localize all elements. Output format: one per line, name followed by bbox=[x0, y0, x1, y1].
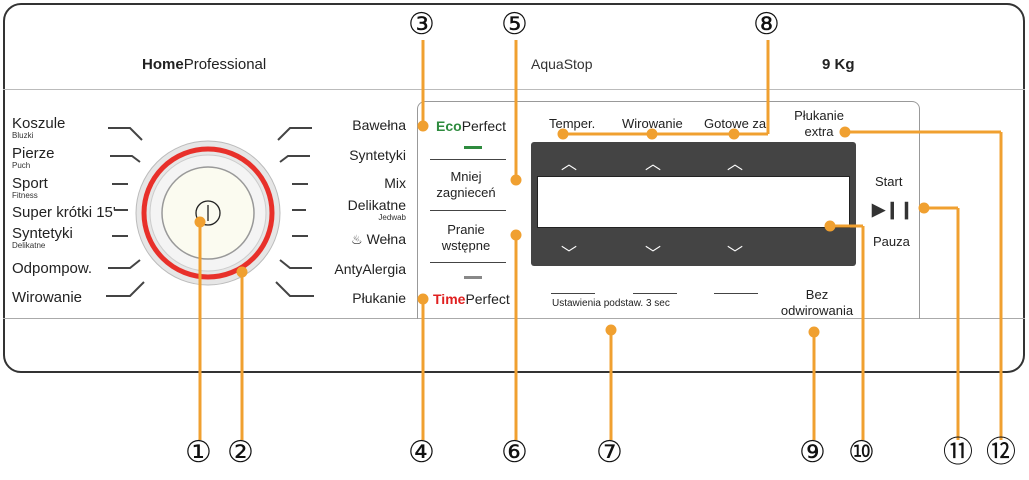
callout-12: ⑫ bbox=[986, 436, 1016, 469]
callout-11: ⑪ bbox=[943, 436, 973, 469]
pauza-label: Pauza bbox=[873, 234, 910, 249]
eco-indicator bbox=[464, 146, 482, 149]
divider bbox=[430, 210, 506, 211]
ecoperfect-button[interactable]: EcoPerfect bbox=[436, 118, 507, 134]
ustawienia-label: Ustawienia podstaw. 3 sec bbox=[552, 298, 670, 309]
capacity-label: 9 Kg bbox=[822, 56, 855, 73]
program-plukanie[interactable]: Płukanie bbox=[352, 290, 406, 306]
program-super-krotki[interactable]: Super krótki 15' bbox=[12, 204, 116, 221]
plukanie-extra-button[interactable]: Płukanie extra bbox=[794, 108, 844, 139]
program-dial[interactable] bbox=[133, 138, 283, 288]
gotowe-up-icon[interactable]: ︿ bbox=[727, 156, 744, 173]
pranie-wstepne-button[interactable]: Pranie wstępne bbox=[441, 222, 491, 253]
divider bbox=[430, 262, 506, 263]
program-bawelna[interactable]: Bawełna bbox=[352, 117, 406, 133]
lcd-display: ︿ ︿ ︿ ﹀ ﹀ ﹀ bbox=[531, 142, 856, 266]
callout-2: ② bbox=[227, 436, 254, 469]
divider bbox=[551, 293, 595, 294]
program-syntetyki-right[interactable]: Syntetyki bbox=[349, 147, 406, 163]
time-indicator bbox=[464, 276, 482, 279]
callout-9: ⑨ bbox=[799, 436, 826, 469]
callout-8: ⑧ bbox=[753, 8, 780, 41]
brand-logo: HomeProfessional bbox=[142, 56, 267, 73]
callout-7: ⑦ bbox=[596, 436, 623, 469]
divider bbox=[430, 159, 506, 160]
wirowanie-button[interactable]: Wirowanie bbox=[622, 116, 683, 131]
wirowanie-up-icon[interactable]: ︿ bbox=[645, 156, 662, 173]
wool-icon: ♨ bbox=[351, 232, 363, 247]
gotowe-down-icon[interactable]: ﹀ bbox=[727, 246, 744, 263]
divider bbox=[714, 293, 758, 294]
callout-10: ⑩ bbox=[848, 436, 875, 469]
gotowe-za-button[interactable]: Gotowe za bbox=[704, 116, 767, 131]
callout-3: ③ bbox=[408, 8, 435, 41]
temper-down-icon[interactable]: ﹀ bbox=[561, 246, 578, 263]
panel-top-divider bbox=[3, 89, 1025, 90]
program-odpompow[interactable]: Odpompow. bbox=[12, 260, 93, 277]
program-wirowanie-left[interactable]: Wirowanie bbox=[12, 289, 83, 306]
temper-button[interactable]: Temper. bbox=[549, 116, 596, 131]
temper-up-icon[interactable]: ︿ bbox=[561, 156, 578, 173]
program-antyalergia[interactable]: AntyAlergia bbox=[334, 261, 406, 277]
timeperfect-button[interactable]: TimePerfect bbox=[433, 291, 510, 307]
panel-bottom-divider bbox=[3, 318, 1025, 319]
bez-odwirowania-button[interactable]: Bez odwirowania bbox=[780, 287, 854, 318]
wirowanie-down-icon[interactable]: ﹀ bbox=[645, 246, 662, 263]
start-label: Start bbox=[875, 174, 903, 189]
callout-5: ⑤ bbox=[501, 8, 528, 41]
lcd-screen bbox=[537, 176, 850, 228]
divider bbox=[633, 293, 677, 294]
program-mix[interactable]: Mix bbox=[384, 175, 406, 191]
aquastop-label: AquaStop bbox=[531, 56, 593, 72]
callout-1: ① bbox=[185, 436, 212, 469]
start-pause-icon[interactable]: ▶❙❙ bbox=[872, 200, 914, 219]
callout-4: ④ bbox=[408, 436, 435, 469]
program-welna[interactable]: ♨ Wełna bbox=[351, 231, 406, 248]
mniej-zagniecen-button[interactable]: Mniej zagnieceń bbox=[436, 169, 496, 200]
callout-6: ⑥ bbox=[501, 436, 528, 469]
dial-ticks bbox=[106, 127, 314, 297]
